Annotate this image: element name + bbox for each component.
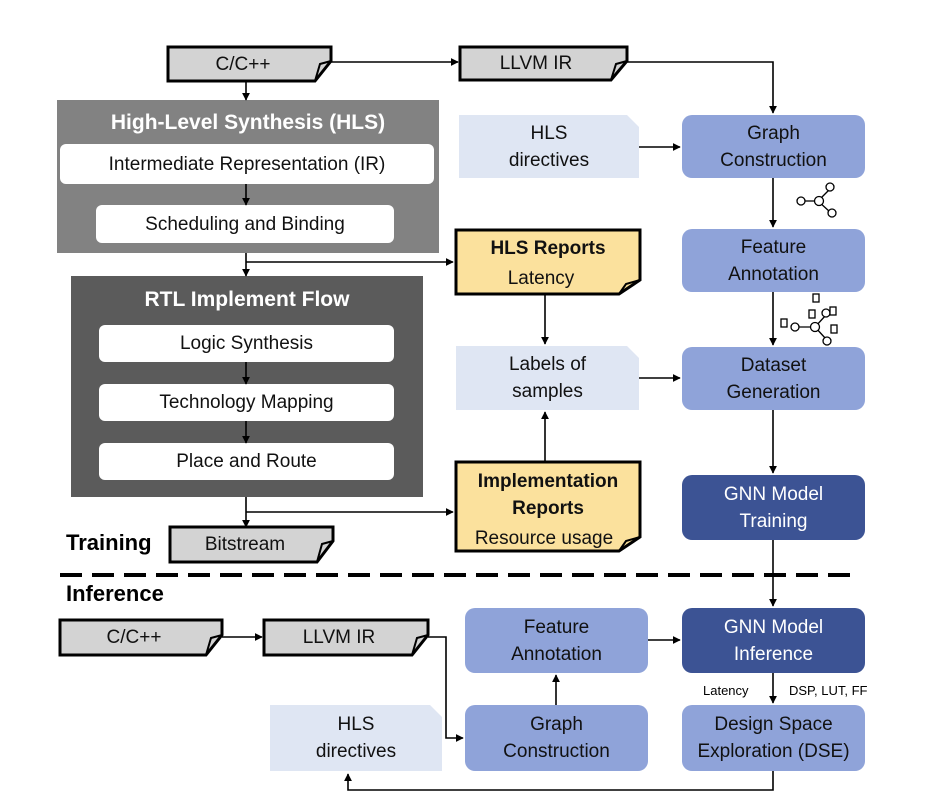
training-hls-directives-label: HLS directives	[508, 122, 590, 171]
inference-hls-directives-label: HLS directives	[315, 714, 397, 762]
inference-llvm-file-shape	[262, 618, 430, 657]
inference-llvm-file-label: LLVM IR	[302, 627, 376, 648]
inference-hls-directives-shape	[270, 705, 442, 771]
rtl-step-mapping-box	[99, 384, 394, 421]
dataset-generation-label: Dataset Generation	[726, 354, 821, 403]
gnn-inference-label: GNN Model Inference	[723, 616, 824, 665]
impl-reports-body: Resource usage	[474, 527, 614, 549]
rtl-step-logic-box	[99, 325, 394, 362]
inference-src-file-label: C/C++	[106, 627, 162, 648]
bitstream-file-shape	[168, 525, 335, 564]
hls-reports-title: HLS Reports	[490, 237, 606, 259]
connector-arrows	[222, 58, 777, 791]
training-src-file-label: C/C++	[215, 53, 271, 75]
graph-icon	[796, 182, 837, 218]
gnn-inference-box	[682, 608, 865, 673]
training-src-file-shape	[166, 45, 333, 83]
dse-box	[682, 705, 865, 771]
training-llvm-file-label: LLVM IR	[499, 53, 573, 74]
rtl-step-place-route: Place and Route	[176, 451, 317, 472]
hls-reports-shape	[454, 228, 642, 296]
inference-graph-construction-label: Graph Construction	[503, 714, 610, 762]
inference-graph-construction-box	[465, 705, 648, 771]
training-graph-construction-label: Graph Construction	[720, 122, 827, 171]
inference-src-file-shape	[58, 618, 224, 657]
hls-step-scheduling-box	[96, 205, 394, 243]
gnn-training-label: GNN Model Training	[723, 483, 824, 532]
hls-step-ir-box	[60, 144, 434, 184]
dataset-generation-box	[682, 347, 865, 410]
impl-reports-title: Implementation Reports	[477, 471, 619, 519]
labels-of-samples: Labels of samples	[508, 354, 587, 402]
training-llvm-file-shape	[458, 45, 629, 82]
training-hls-directives-shape	[459, 115, 639, 178]
impl-reports-shape	[454, 460, 642, 553]
inference-feature-annotation-label: Feature Annotation	[511, 616, 602, 665]
training-section-label: Training	[66, 530, 152, 555]
hls-step-scheduling: Scheduling and Binding	[145, 213, 345, 235]
hls-step-ir: Intermediate Representation (IR)	[108, 153, 386, 175]
labels-shape	[456, 346, 639, 410]
training-feature-annotation-box	[682, 229, 865, 292]
inference-section-label: Inference	[66, 581, 164, 606]
rtl-step-mapping: Technology Mapping	[159, 392, 334, 413]
dse-label: Design Space Exploration (DSE)	[697, 714, 850, 762]
rtl-step-place-route-box	[99, 443, 394, 480]
training-graph-construction-box	[682, 115, 865, 178]
latency-output-label: Latency	[703, 683, 749, 698]
inference-feature-annotation-box	[465, 608, 648, 673]
rtl-step-logic: Logic Synthesis	[179, 333, 314, 354]
bitstream-label: Bitstream	[204, 534, 286, 555]
annotated-graph-icon	[780, 293, 838, 346]
hls-block-title: High-Level Synthesis (HLS)	[110, 110, 386, 134]
rtl-block-title: RTL Implement Flow	[144, 287, 350, 311]
resource-output-label: DSP, LUT, FF	[789, 683, 868, 698]
training-feature-annotation-label: Feature Annotation	[728, 236, 819, 285]
gnn-training-box	[682, 475, 865, 540]
hls-reports-body: Latency	[507, 267, 575, 289]
